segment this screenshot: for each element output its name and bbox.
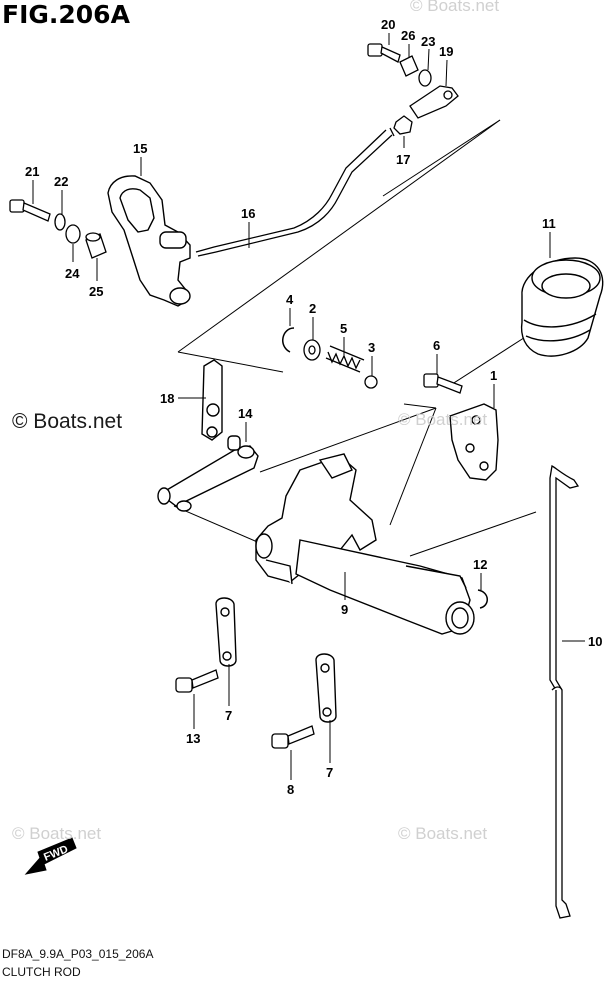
assembly-guide-lines [173,119,537,557]
callout-leaders [32,33,585,780]
part-24-ring [65,224,81,244]
callout-22: 22 [54,174,68,189]
part-5-spring [325,345,365,373]
part-7-link-upper [215,597,237,667]
part-22-washer [54,213,66,231]
watermark-bottom-left: © Boats.net [12,824,102,843]
part-9-shift-shaft [255,453,475,635]
callout-11: 11 [542,216,556,231]
part-25-bushing [85,232,107,259]
callout-2: 2 [309,301,316,316]
figure-title: FIG.206A [2,0,130,29]
part-3-ball [364,375,378,389]
part-18-bracket [201,359,223,441]
callout-6: 6 [433,338,440,353]
part-16-rod [195,127,395,257]
part-7-link-lower [315,653,337,723]
part-26-collar [399,55,419,77]
callout-18: 18 [160,391,174,406]
part-21-bolt [9,199,51,222]
callout-25: 25 [89,284,103,299]
callout-14: 14 [238,406,253,421]
callout-1: 1 [490,368,497,383]
callout-3: 3 [368,340,375,355]
watermark-main: © Boats.net [12,410,123,433]
callout-9: 9 [341,602,348,617]
callout-21: 21 [25,164,39,179]
watermark-mid: © Boats.net [398,410,488,429]
part-4-clip [282,327,295,353]
part-2-washer [303,339,321,361]
callout-7-upper: 7 [225,708,232,723]
callout-8: 8 [287,782,294,797]
part-6-bolt [423,373,463,394]
callout-5: 5 [340,321,347,336]
diagram-code: DF8A_9.9A_P03_015_206A [2,947,154,961]
callout-19: 19 [439,44,453,59]
callout-23: 23 [421,34,435,49]
fwd-label: FWD [42,843,70,864]
callout-13: 13 [186,731,200,746]
part-1-plate [449,403,499,481]
callout-10: 10 [588,634,602,649]
watermark-top: © Boats.net [410,0,500,15]
part-23-washer [418,69,432,87]
part-13-bolt [175,669,219,693]
callout-20: 20 [381,17,395,32]
callout-16: 16 [241,206,255,221]
callout-numbers: 20 26 23 19 17 15 21 22 16 24 25 11 4 2 … [25,17,602,797]
callout-24: 24 [65,266,80,281]
callout-15: 15 [133,141,147,156]
part-19-rod-joint [409,85,459,119]
part-10-clutch-rod [549,465,580,919]
part-11-grommet [520,257,604,357]
callout-4: 4 [286,292,294,307]
callout-12: 12 [473,557,487,572]
part-14-arm [157,435,259,512]
callout-17: 17 [396,152,410,167]
callout-7-lower: 7 [326,765,333,780]
part-17-nut [393,115,413,135]
callout-26: 26 [401,28,415,43]
part-15-lever [107,175,191,307]
part-12-clip [477,589,488,609]
part-8-bolt [271,725,315,749]
watermark-bottom-right: © Boats.net [398,824,488,843]
diagram-name: CLUTCH ROD [2,965,81,979]
part-20-bolt [367,43,401,63]
